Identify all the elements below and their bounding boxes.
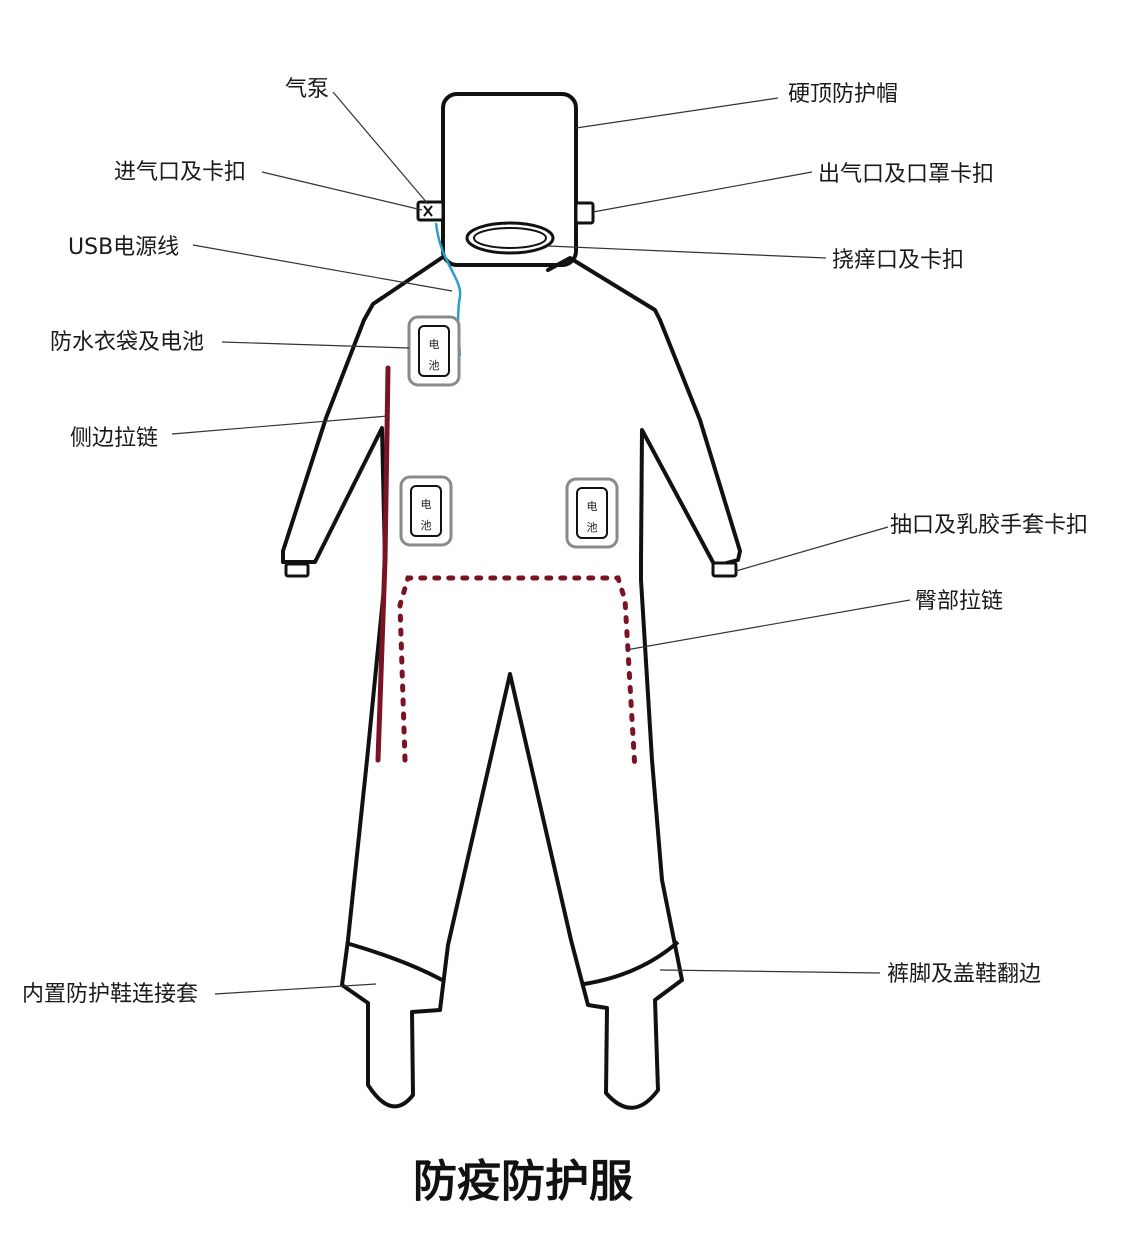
label-side-zipper: 侧边拉链 — [70, 426, 158, 451]
leader-scratch-port — [547, 245, 827, 259]
leader-hip-zipper — [625, 599, 911, 651]
label-inner-shoe-sleeve: 内置防护鞋连接套 — [22, 982, 198, 1007]
scratch-port-outer — [465, 221, 555, 255]
suit-outline — [281, 255, 742, 1110]
leader-side-zipper — [171, 415, 389, 435]
trouser-flap-left — [345, 941, 443, 982]
battery-char-2: 池 — [429, 359, 440, 372]
label-usb-cable: USB电源线 — [68, 235, 179, 260]
leader-usb-cable — [192, 244, 453, 292]
leader-air-outlet — [592, 171, 813, 213]
leader-hard-helmet — [575, 97, 779, 129]
battery-pocket-right-hip: 电 池 — [565, 477, 619, 549]
air-outlet-clip — [574, 201, 595, 225]
label-trouser-cuff: 裤脚及盖鞋翻边 — [887, 962, 1041, 987]
cuff-left — [284, 562, 310, 578]
leader-cuff-glove — [735, 526, 889, 572]
cuff-right — [711, 561, 738, 578]
battery-char-1: 电 — [587, 500, 598, 513]
trouser-flap-right — [583, 940, 680, 986]
battery-char-1: 电 — [429, 338, 440, 351]
diagram-title: 防疫防护服 — [413, 1156, 633, 1207]
label-hard-helmet: 硬顶防护帽 — [788, 82, 898, 107]
helmet — [441, 92, 578, 267]
label-air-outlet: 出气口及口罩卡扣 — [818, 162, 994, 187]
label-air-inlet: 进气口及卡扣 — [114, 160, 246, 185]
battery-char-2: 池 — [421, 519, 432, 532]
leader-air-inlet — [261, 171, 423, 211]
scratch-port-inner — [473, 227, 547, 249]
leader-pocket-battery — [221, 341, 410, 349]
battery-pocket-chest: 电 池 — [407, 315, 461, 387]
air-inlet-clip — [416, 200, 445, 222]
label-hip-zipper: 臀部拉链 — [915, 589, 1003, 614]
side-zipper — [375, 365, 391, 763]
battery-char-1: 电 — [421, 498, 432, 511]
leader-inner-shoe-sleeve — [214, 983, 377, 995]
label-cuff-glove: 抽口及乳胶手套卡扣 — [890, 513, 1088, 538]
label-air-pump: 气泵 — [285, 77, 329, 102]
battery-char-2: 池 — [587, 521, 598, 534]
leader-trouser-cuff — [659, 969, 881, 974]
label-scratch-port: 挠痒口及卡扣 — [832, 248, 964, 273]
hip-zipper — [397, 575, 638, 773]
label-pocket-battery: 防水衣袋及电池 — [50, 330, 204, 355]
battery-pocket-left-hip: 电 池 — [399, 475, 453, 547]
leader-air-pump — [332, 91, 429, 205]
air-pump-mark — [423, 205, 433, 217]
